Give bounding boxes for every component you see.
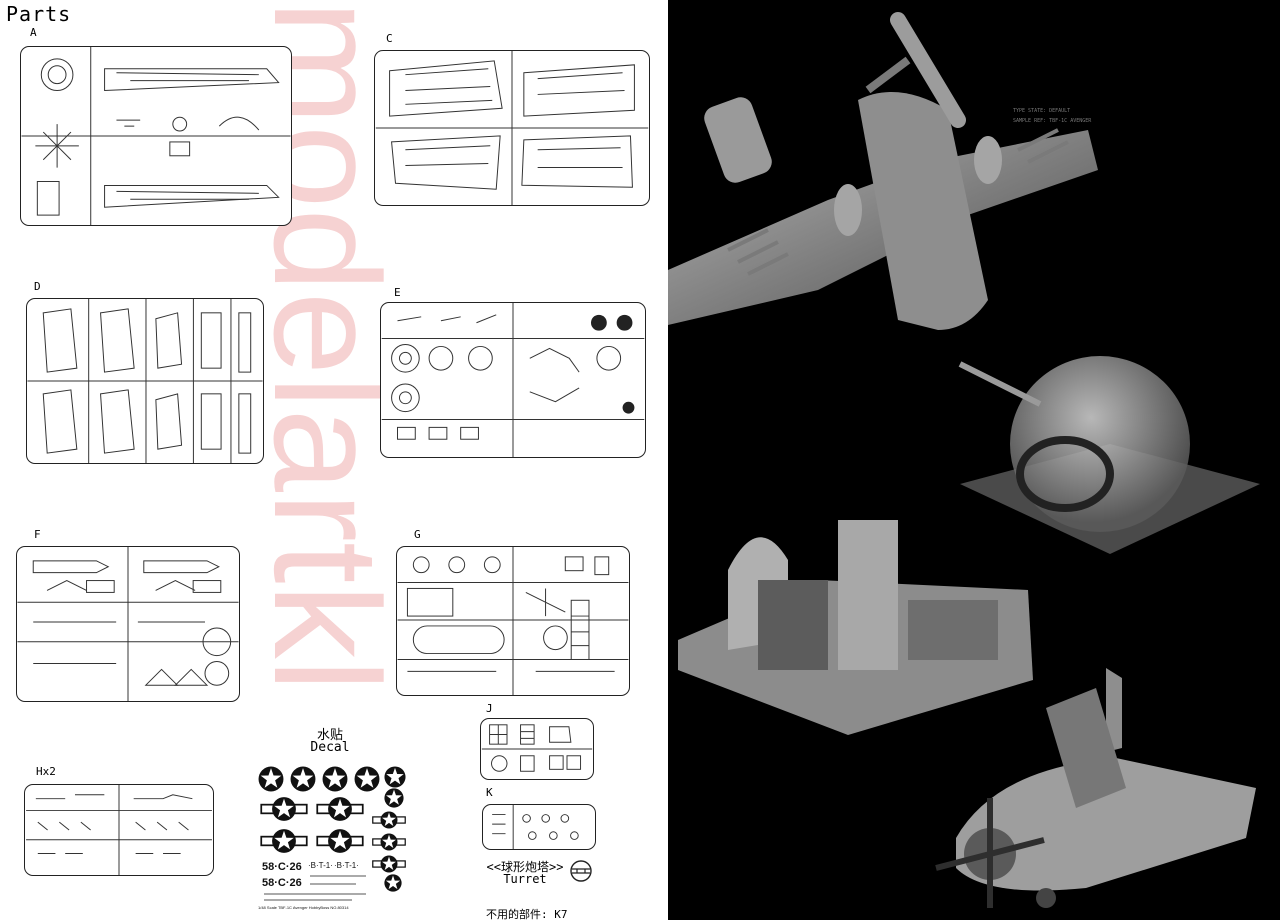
sprue-label-a: A [30, 26, 37, 39]
render-caption-2: SAMPLE REF: TBF-1C AVENGER [1013, 118, 1092, 124]
sprue-label-d: D [34, 280, 41, 293]
sprue-label-h: Hx2 [36, 765, 56, 778]
decal-code-1: 58·C·26 [262, 861, 302, 873]
sprue-label-e: E [394, 286, 401, 299]
decal-code-4: ·B·T-1· [334, 861, 359, 870]
render-aircraft-folded [935, 668, 1256, 908]
sprue-h [24, 784, 214, 876]
sprue-j-drawing [481, 724, 593, 772]
sprue-a [20, 46, 292, 226]
decal-sheet: 58·C·26 ·B·T-1· ·B·T-1· 58·C·26 1/48 Sca… [258, 766, 406, 910]
render-aircraft-exploded: TYPE STATE: DEFAULT SAMPLE REF: TBF-1C A… [668, 12, 1098, 330]
sprue-label-g: G [414, 528, 421, 541]
page-title: Parts [6, 2, 72, 26]
sprue-k [482, 804, 596, 850]
decal-footer: 1/48 Scale TBF-1C Avenger HobbyBoss NO.8… [258, 905, 349, 910]
sprue-g [396, 546, 630, 696]
sprue-label-k: K [486, 786, 493, 799]
render-turret [958, 356, 1260, 554]
sprue-a-drawing [21, 47, 291, 225]
sprue-h-drawing [26, 785, 212, 875]
sprue-j [480, 718, 594, 780]
unused-parts-note: 不用的部件: K7 [486, 908, 568, 921]
sprue-f [16, 546, 240, 702]
decal-code-3: ·B·T-1· [308, 861, 333, 870]
turret-label-en: Turret [503, 872, 547, 886]
sprue-e-drawing [381, 303, 645, 457]
sprue-label-c: C [386, 32, 393, 45]
sprue-e [380, 302, 646, 458]
sprue-f-drawing [17, 547, 239, 701]
sprue-d [26, 298, 264, 464]
turret-icon [570, 860, 592, 882]
turret-label-cn: <<球形炮塔>> [486, 860, 564, 874]
decal-title-cn: 水贴 [316, 728, 343, 743]
sprue-g-drawing [397, 547, 629, 695]
render-caption-1: TYPE STATE: DEFAULT [1013, 108, 1070, 114]
render-panel: TYPE STATE: DEFAULT SAMPLE REF: TBF-1C A… [668, 0, 1280, 920]
render-cockpit [678, 520, 1033, 735]
sprue-label-j: J [486, 702, 493, 715]
decal-code-2: 58·C·26 [262, 877, 302, 889]
sprue-c [374, 50, 650, 206]
sprue-c-drawing [375, 51, 649, 205]
sprue-label-f: F [34, 528, 41, 541]
sprue-k-drawing [492, 805, 579, 849]
decal-title-en: Decal [310, 740, 350, 755]
sprue-d-drawing [27, 299, 263, 463]
